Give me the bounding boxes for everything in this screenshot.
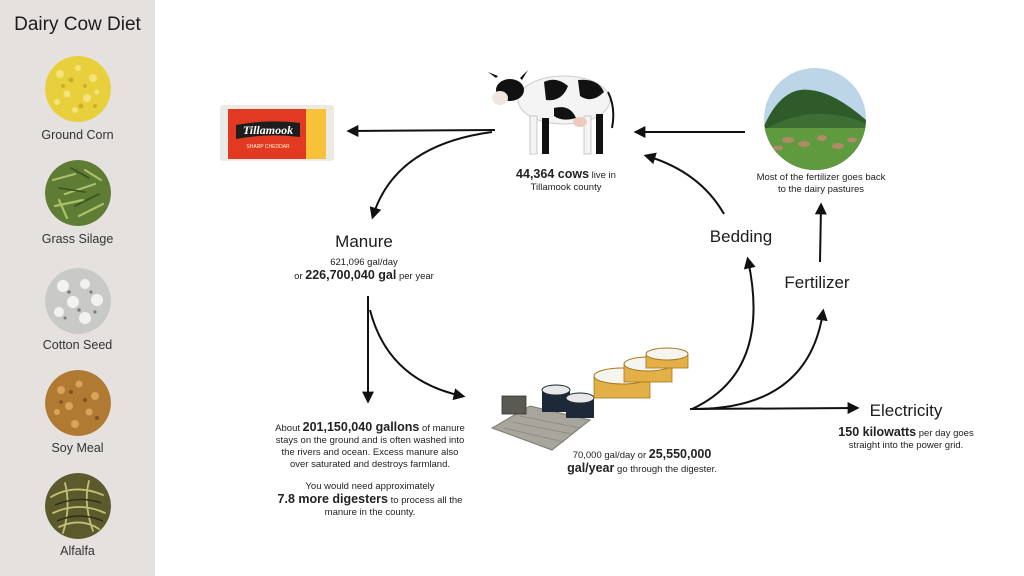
cow-county: Tillamook county [530, 182, 602, 193]
cow-image [488, 70, 615, 155]
electricity-label: Electricity [869, 401, 943, 420]
feed-label-alfalfa: Alfalfa [60, 544, 95, 558]
diet-sidebar: Dairy Cow Diet Ground Corn Grass Silage … [0, 0, 155, 576]
cheese-variety-text: SHARP CHEDDAR [246, 144, 290, 150]
pasture-image [764, 68, 866, 170]
arrow-bedding-to-cow [643, 152, 725, 215]
fertilizer-label: Fertilizer [784, 273, 850, 292]
arrow-cow-to-manure [369, 131, 493, 220]
alfalfa-image [45, 473, 111, 539]
arrow-fertilizer-to-pasture [814, 202, 827, 263]
manure-per-year: 226,700,040 gal [305, 268, 397, 282]
runoff-caption: About 201,150,040 gallons of manure stay… [275, 420, 465, 518]
feed-label-cotton-seed: Cotton Seed [42, 338, 113, 352]
digester-gal-year: 25,550,000 [648, 447, 712, 461]
feed-label-soy-meal: Soy Meal [51, 441, 104, 455]
feed-label-grass-silage: Grass Silage [41, 232, 114, 246]
cheese-image: Tillamook SHARP CHEDDAR [220, 105, 334, 161]
digester-image [490, 347, 689, 451]
cow-count: 44,364 cows [516, 167, 590, 181]
arrow-digester-to-bedding [691, 256, 756, 410]
ground-corn-image [45, 56, 111, 122]
soy-meal-image [45, 370, 111, 436]
digester-caption: 70,000 gal/day or 25,550,000 gal/year go… [567, 447, 717, 475]
electricity-caption: 150 kilowatts per day goes straight into… [838, 425, 974, 451]
grass-silage-image [45, 160, 111, 226]
more-digesters: 7.8 more digesters [277, 492, 388, 506]
sidebar-title: Dairy Cow Diet [14, 14, 141, 35]
arrow-digester-to-fertilizer [691, 308, 828, 411]
manure-caption: 621,096 gal/day or 226,700,040 gal per y… [294, 257, 434, 282]
electricity-kilowatts: 150 kilowatts [838, 425, 917, 439]
cheese-brand-text: Tillamook [243, 123, 293, 137]
cotton-seed-image [45, 268, 111, 334]
manure-title: Manure [335, 232, 393, 251]
manure-per-day: 621,096 gal/day [330, 257, 398, 268]
runoff-gallons: 201,150,040 gallons [302, 420, 420, 434]
feed-label-ground-corn: Ground Corn [41, 128, 114, 142]
arrow-manure-to-digester [369, 309, 466, 401]
cow-count-caption: 44,364 cows live in Tillamook county [516, 167, 616, 193]
arrow-cow-to-cheese [346, 124, 496, 137]
pasture-caption: Most of the fertilizer goes back to the … [756, 172, 886, 195]
bedding-label: Bedding [709, 227, 773, 246]
